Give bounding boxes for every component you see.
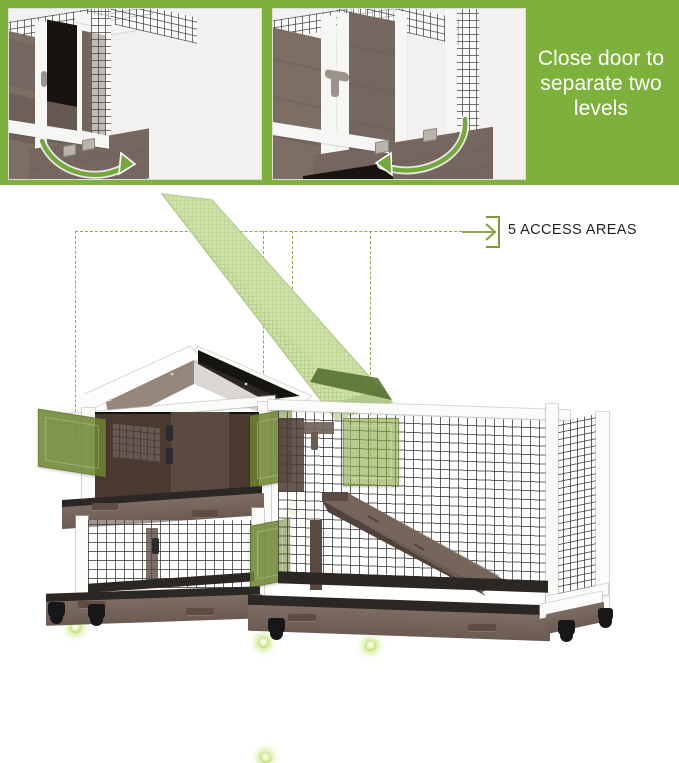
access-door-left-upper[interactable] [38,408,106,478]
hinge [423,127,437,143]
upper-tray-handle[interactable] [92,503,118,510]
run-right-post [546,404,558,604]
upper-door-latch[interactable] [166,425,173,441]
callout-drop-roof [292,231,293,319]
upper-interior-back [171,412,229,500]
banner-headline: Close door to separate two levels [528,46,674,121]
caster-wheel [268,618,285,640]
hinge [63,143,76,158]
access-areas-label: 5 ACCESS AREAS [508,222,637,238]
upper-tray-handle[interactable] [192,510,218,517]
lower-tray-handle[interactable] [186,608,214,615]
product-illustration [0,190,679,763]
banner-headline-line-2: separate two [540,72,662,95]
access-marker-right-run [365,640,376,651]
lower-door-latch[interactable] [152,538,159,554]
run-interior-wall [278,418,304,492]
caster-wheel [598,608,613,628]
run-far-post [596,412,609,612]
lower-tray-handle[interactable] [288,614,316,621]
hinge [375,139,389,155]
lower-left-post [76,516,88,602]
run-door-latch[interactable] [311,432,318,450]
door-closed-photo [272,8,526,180]
door-open-photo [8,8,262,180]
bracket-arrow-icon [456,214,502,250]
hinge [82,137,95,152]
banner-headline-line-1: Close door to [537,47,665,70]
banner-headline-line-3: levels [573,97,629,120]
access-marker-lower-door [260,752,271,763]
callout-drop-right [370,231,371,456]
access-panel-right-run[interactable] [343,418,399,486]
caster-wheel [48,602,65,624]
callout-horizontal-line [75,231,467,232]
callout-drop-left [75,231,76,437]
access-marker-center-upper [258,637,269,648]
run-side-mesh [556,413,600,595]
interior-mesh-detail [112,423,160,463]
upper-interior-left-wall [95,414,171,500]
run-interior-ledge [304,422,334,434]
access-marker-left-upper [70,622,81,633]
lower-tray-handle[interactable] [468,624,496,631]
callout-drop-center [263,231,264,453]
caster-wheel [558,620,575,642]
top-banner: Close door to separate two levels [0,0,679,185]
lower-divider [146,528,158,586]
caster-wheel [88,604,105,626]
upper-door-latch[interactable] [166,448,173,464]
